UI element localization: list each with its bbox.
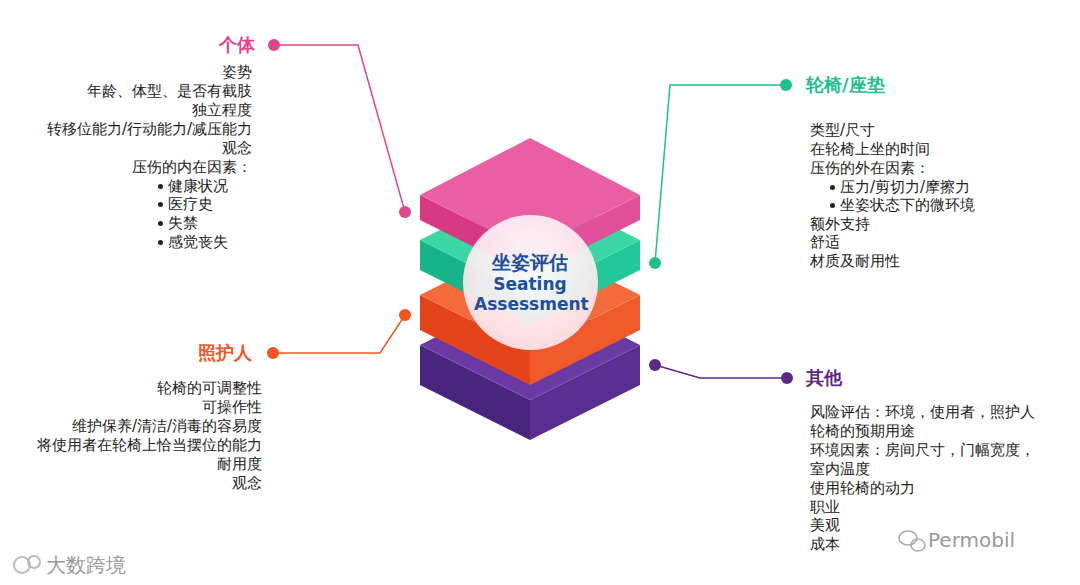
- list-item: 在轮椅上坐的时间: [810, 140, 930, 159]
- list-item: 耐用度: [217, 455, 262, 474]
- leader-lines: [273, 45, 787, 378]
- list-item: 维护保养/清洁/消毒的容易度: [72, 417, 262, 436]
- list-item: 转移位能力/行动能力/减压能力: [47, 120, 252, 139]
- bullet-dot: [158, 202, 163, 207]
- group-heading: 其他: [806, 367, 842, 389]
- circle-title: 坐姿评估: [492, 251, 568, 274]
- list-item: 舒适: [810, 233, 840, 252]
- wechat-icon: [911, 539, 925, 551]
- list-item: 类型/尺寸: [810, 121, 875, 140]
- wechat-icon: [899, 531, 917, 545]
- bullet-dot: [158, 184, 163, 189]
- watermark: Permobil: [928, 528, 1015, 552]
- layer-stack: [420, 138, 640, 440]
- list-item: 压伤的内在因素：: [132, 158, 252, 177]
- bullet-item: 健康状况: [168, 177, 228, 196]
- list-item: 环境因素：房间尺寸，门幅宽度，室内温度: [810, 441, 1042, 479]
- list-item: 观念: [232, 474, 262, 493]
- leader-dot: [649, 257, 661, 269]
- list-item: 轮椅的预期用途: [810, 422, 915, 441]
- group-heading: 个体: [219, 34, 255, 56]
- list-item: 额外支持: [810, 215, 870, 234]
- leader-dot: [649, 359, 661, 371]
- leader-dot: [781, 372, 793, 384]
- bullet-dot: [830, 185, 835, 190]
- bullet-dot: [830, 203, 835, 208]
- group-heading: 照护人: [198, 342, 252, 364]
- leader-line: [655, 365, 787, 378]
- leader-line: [273, 315, 405, 353]
- bullet-item: 失禁: [168, 214, 198, 233]
- list-item: 姿势: [222, 63, 252, 82]
- leader-dot: [268, 39, 280, 51]
- leader-line: [655, 85, 786, 263]
- leader-line: [274, 45, 405, 212]
- list-item: 将使用者在轮椅上恰当摆位的能力: [37, 436, 262, 455]
- leader-dot: [780, 79, 792, 91]
- bullet-item: 坐姿状态下的微环境: [840, 196, 975, 215]
- circle-subtitle: Seating Assessment: [474, 274, 586, 314]
- watermark-icons: [14, 531, 925, 573]
- leader-dot: [399, 309, 411, 321]
- center-circle: 坐姿评估Seating Assessment: [463, 215, 598, 350]
- watermark: 大数跨境: [46, 553, 126, 577]
- list-item: 独立程度: [192, 101, 252, 120]
- list-item: 压伤的外在因素：: [810, 159, 930, 178]
- list-item: 美观: [810, 516, 840, 535]
- watermark-icon: [28, 556, 40, 568]
- bullet-dot: [158, 240, 163, 245]
- leader-dot: [267, 347, 279, 359]
- leader-dots: [267, 39, 793, 384]
- list-item: 成本: [810, 535, 840, 554]
- list-item: 可操作性: [202, 398, 262, 417]
- bullet-item: 医疗史: [168, 195, 213, 214]
- leader-dot: [399, 206, 411, 218]
- list-item: 观念: [222, 139, 252, 158]
- list-item: 材质及耐用性: [810, 252, 900, 271]
- bullet-dot: [158, 221, 163, 226]
- list-item: 轮椅的可调整性: [157, 379, 262, 398]
- list-item: 使用轮椅的动力: [810, 479, 915, 498]
- list-item: 职业: [810, 498, 840, 517]
- list-item: 年龄、体型、是否有截肢: [87, 82, 252, 101]
- list-item: 风险评估：环境，使用者，照护人: [810, 403, 1035, 422]
- bullet-item: 感觉丧失: [168, 233, 228, 252]
- group-heading: 轮椅/座垫: [806, 74, 885, 96]
- bullet-item: 压力/剪切力/摩擦力: [840, 178, 970, 197]
